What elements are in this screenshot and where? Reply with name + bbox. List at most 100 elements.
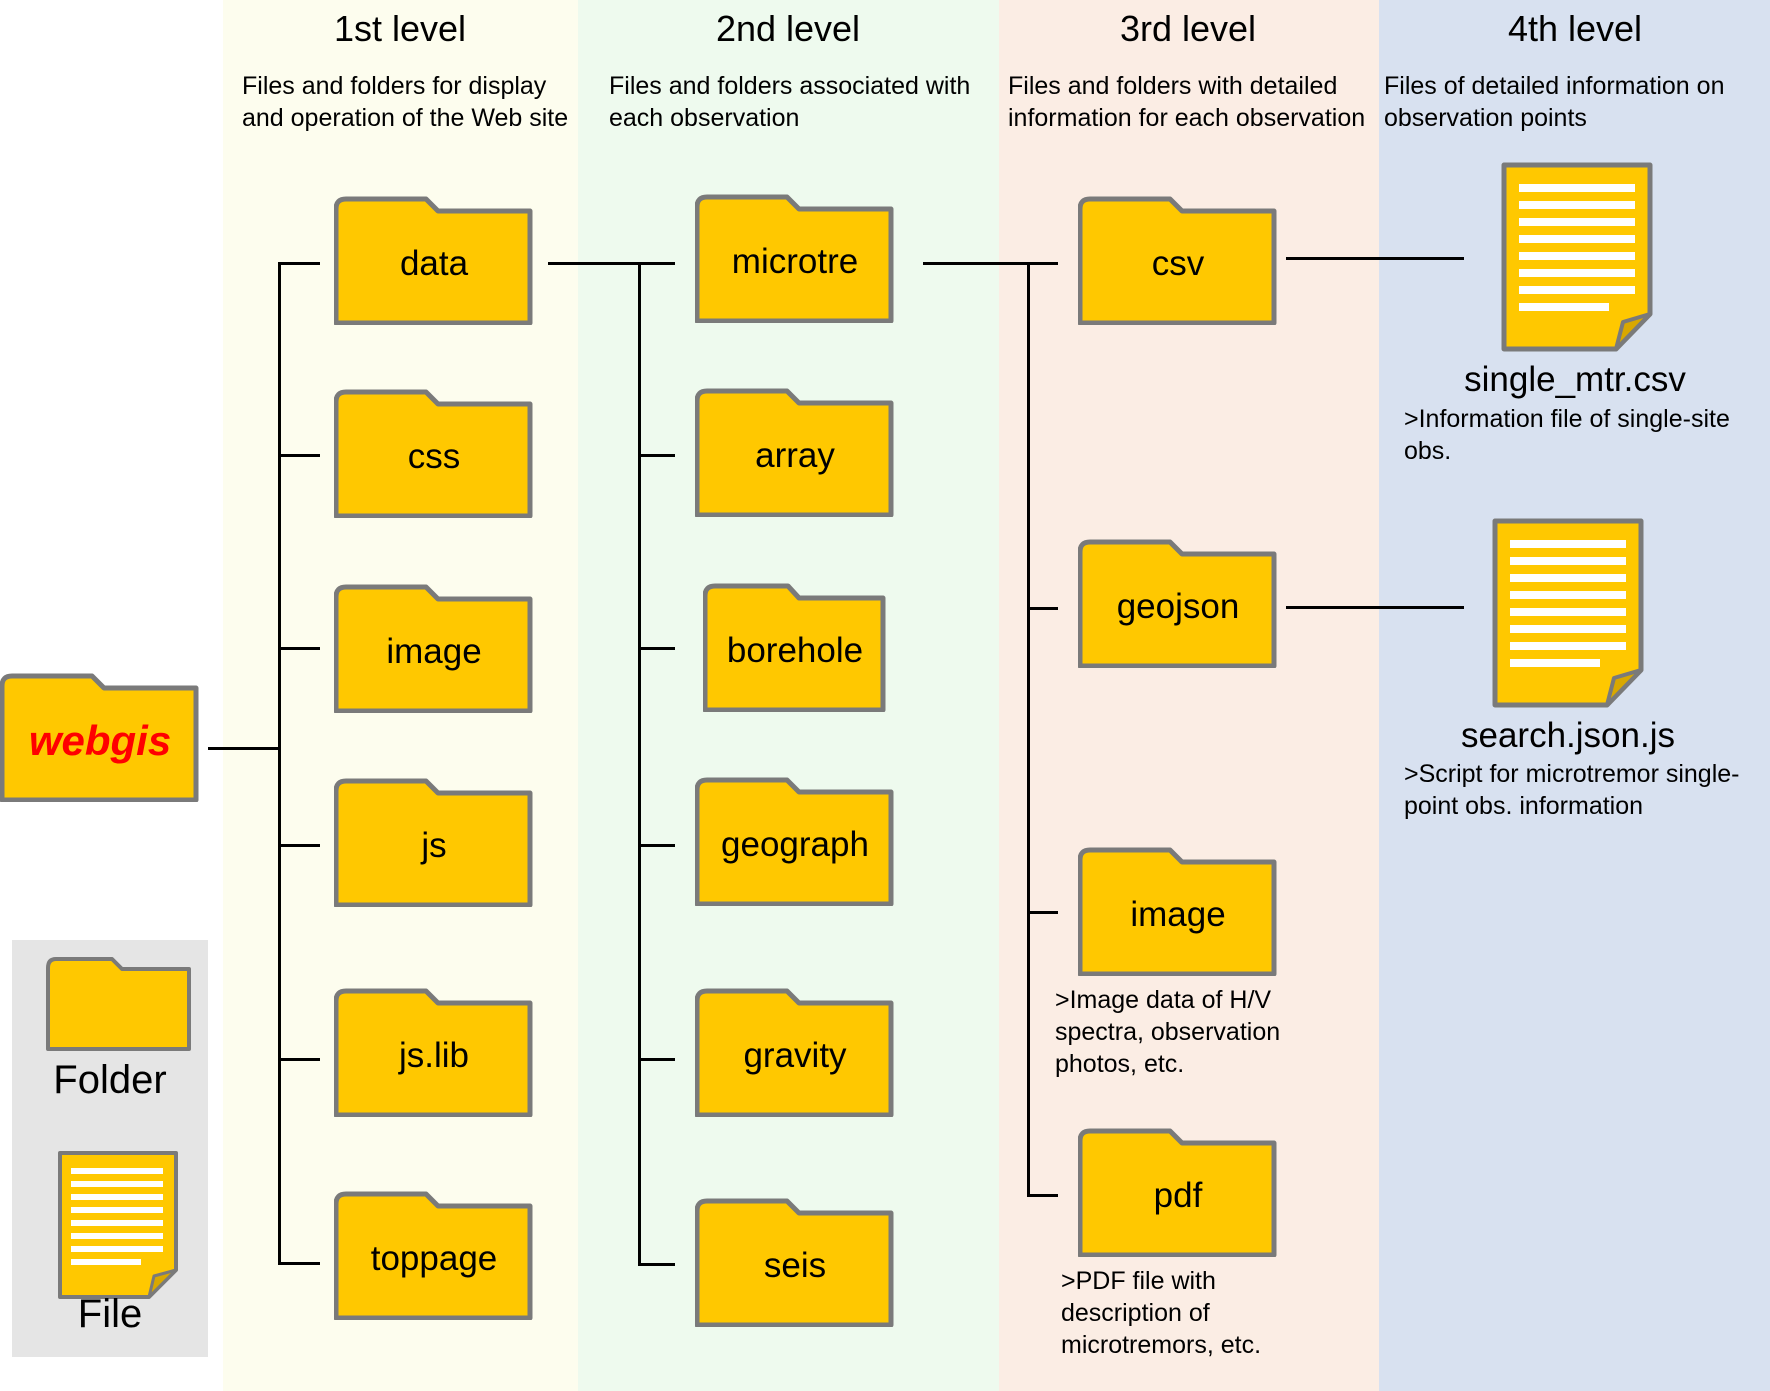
level3-folder-label: image (1130, 895, 1226, 934)
folder-icon (695, 988, 894, 1117)
level3-folder-label: geojson (1116, 587, 1240, 626)
file-single-mtr-csv (1501, 162, 1653, 352)
folder-icon (46, 957, 191, 1051)
connector-line (637, 262, 641, 1266)
folder-icon (1078, 847, 1277, 976)
file-icon (58, 1151, 178, 1299)
file-icon (1492, 518, 1644, 708)
level2-folder-seis: seis (695, 1197, 895, 1327)
level1-folder-data: data (334, 195, 534, 325)
folder-icon (334, 1191, 533, 1320)
level3-title: 3rd level (1119, 8, 1257, 49)
level2-description: Files and folders associated with each o… (609, 72, 971, 132)
level2-folder-array: array (695, 387, 895, 517)
root-folder-webgis: webgis (0, 672, 200, 802)
level2-folder-label: microtre (731, 242, 859, 281)
legend: Folder File (12, 940, 208, 1357)
level2-folder-geograph: geograph (695, 776, 895, 906)
file-search-json-js (1492, 518, 1644, 708)
level1-folder-label: toppage (370, 1239, 498, 1278)
level1-folder-label: js.lib (398, 1036, 470, 1075)
connector-line (1028, 1193, 1058, 1197)
connector-line (1028, 261, 1058, 265)
level3-folder-csv: csv (1078, 195, 1278, 325)
connector-line (1028, 606, 1058, 610)
level1-folder-js-lib: js.lib (334, 987, 534, 1117)
legend-folder-icon (46, 956, 192, 1051)
level1-folder-toppage: toppage (334, 1190, 534, 1320)
level2-folder-microtre: microtre (695, 193, 895, 323)
level3-folder-geojson: geojson (1078, 538, 1278, 668)
level3-folder-pdf: pdf (1078, 1127, 1278, 1257)
connector-line (279, 261, 320, 265)
folder-icon (334, 778, 533, 907)
level3-description: Files and folders with detailed informat… (1008, 72, 1366, 132)
folder-icon (695, 777, 894, 906)
connector-line (548, 261, 640, 265)
file-name-search-json-js: search.json.js (1461, 716, 1675, 755)
level1-folder-css: css (334, 388, 534, 518)
level1-folder-label: js (421, 826, 447, 865)
level2-folder-gravity: gravity (695, 987, 895, 1117)
connector-line (279, 1261, 320, 1265)
connector-line (279, 453, 320, 457)
folder-icon (695, 194, 894, 323)
connector-line (923, 261, 1029, 265)
level2-folder-label: geograph (721, 825, 869, 864)
connector-line (639, 1262, 675, 1266)
level3-folder-image: image (1078, 846, 1278, 976)
file-note-single-mtr-csv: >Information file of single-site obs. (1404, 405, 1730, 465)
folder-icon (0, 673, 199, 802)
folder-icon (703, 583, 886, 712)
level2-title: 2nd level (715, 8, 861, 49)
root-folder-label: webgis (28, 717, 172, 764)
connector-line (279, 646, 320, 650)
folder-icon (334, 988, 533, 1117)
folder-icon (334, 196, 533, 325)
legend-file-icon (57, 1150, 179, 1300)
connector-line (277, 262, 281, 1265)
folder-icon (334, 389, 533, 518)
connector-line (639, 453, 675, 457)
connector-line (639, 261, 675, 265)
folder-icon (1078, 1128, 1277, 1257)
connector-line (639, 1057, 675, 1061)
legend-file-label: File (77, 1292, 143, 1336)
connector-line (208, 746, 280, 750)
connector-line (279, 843, 320, 847)
level3-folder-label: csv (1151, 244, 1205, 283)
connector-line (639, 646, 675, 650)
level4-description: Files of detailed information on observa… (1384, 72, 1725, 132)
level1-folder-label: data (399, 244, 469, 283)
file-note-search-json-js: >Script for microtremor single-point obs… (1404, 760, 1740, 820)
folder-icon (695, 388, 894, 517)
level1-folder-label: css (407, 437, 461, 476)
level2-folder-label: borehole (726, 631, 864, 670)
connector-line (279, 1057, 320, 1061)
connector-line (639, 843, 675, 847)
file-icon (1501, 162, 1653, 352)
level1-folder-image: image (334, 583, 534, 713)
level4-title: 4th level (1507, 8, 1643, 49)
legend-folder-label: Folder (53, 1058, 167, 1102)
connector-line (1028, 910, 1058, 914)
level2-folder-label: array (755, 436, 835, 475)
pdf-folder-note: >PDF file with description of microtremo… (1061, 1267, 1262, 1359)
connector-line (1026, 262, 1030, 1197)
folder-icon (695, 1198, 894, 1327)
file-name-single-mtr-csv: single_mtr.csv (1464, 360, 1686, 399)
folder-icon (1078, 539, 1277, 668)
level1-folder-js: js (334, 777, 534, 907)
level1-description: Files and folders for display and operat… (242, 72, 569, 132)
level3-folder-label: pdf (1153, 1176, 1203, 1215)
image-folder-note: >Image data of H/V spectra, observation … (1055, 986, 1281, 1078)
connector-line (1286, 605, 1464, 609)
level1-folder-label: image (386, 632, 482, 671)
level2-folder-borehole: borehole (703, 582, 887, 712)
level2-folder-label: gravity (743, 1036, 847, 1075)
folder-icon (334, 584, 533, 713)
level1-title: 1st level (333, 8, 467, 49)
connector-line (1286, 256, 1464, 260)
level2-folder-label: seis (763, 1246, 827, 1285)
folder-icon (1078, 196, 1277, 325)
